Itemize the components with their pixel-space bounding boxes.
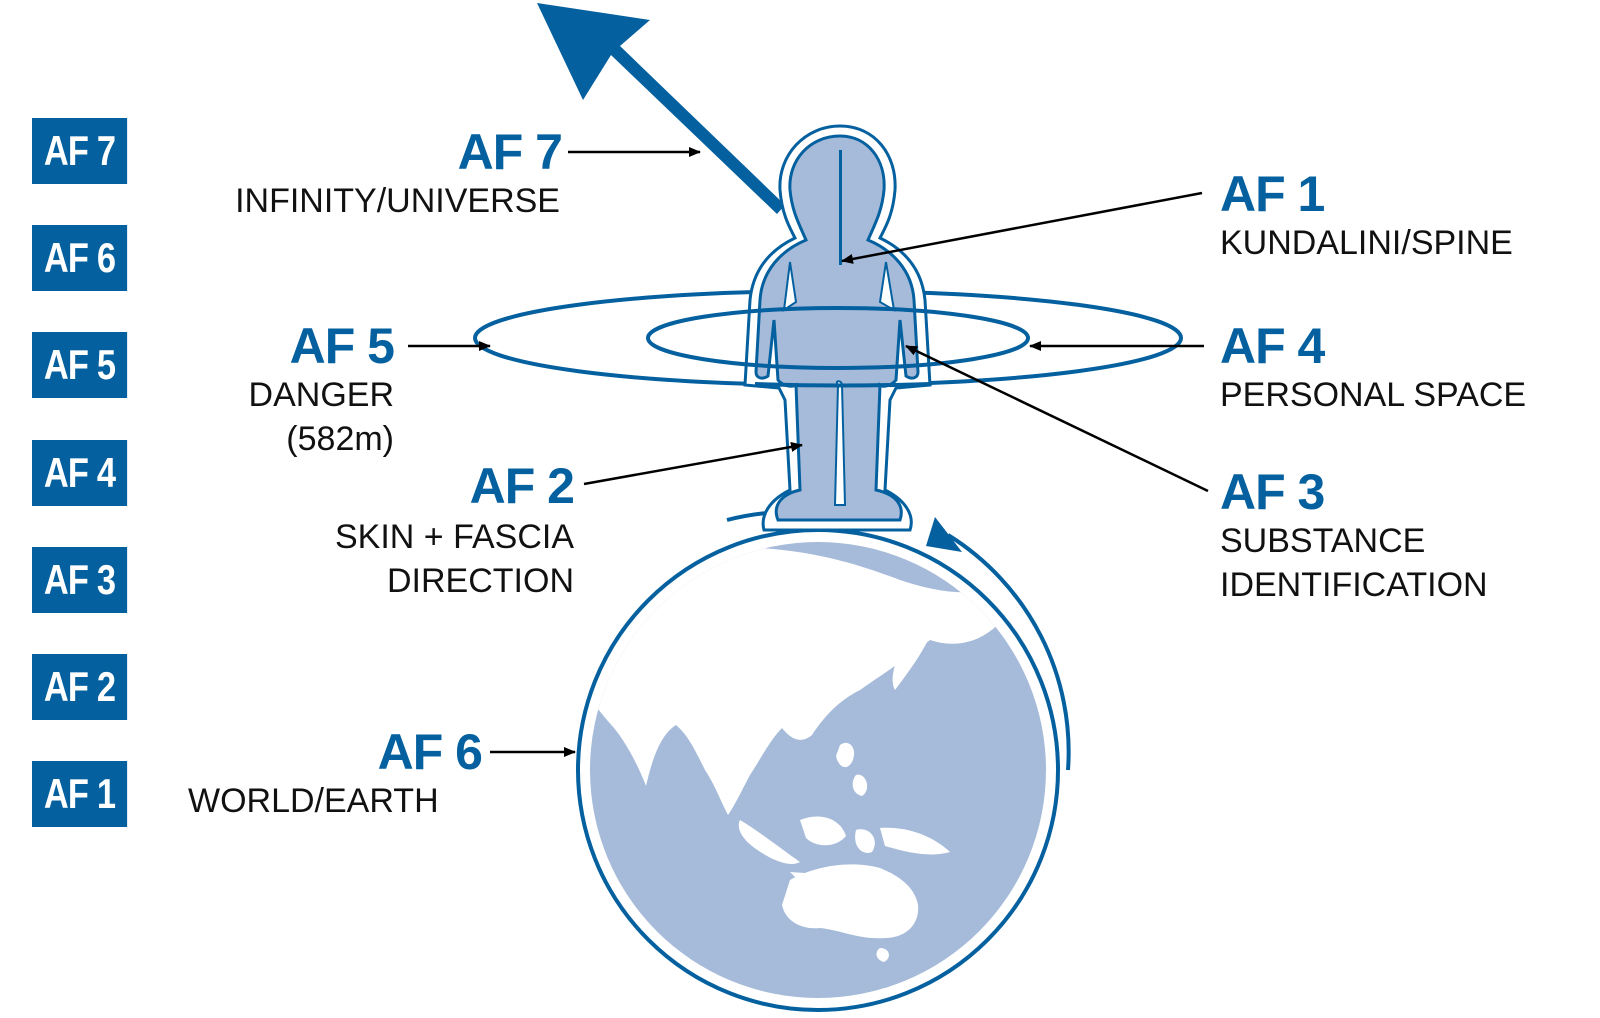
label-af5-desc-1: DANGER bbox=[248, 376, 394, 414]
label-af3-desc-2: IDENTIFICATION bbox=[1220, 566, 1488, 604]
scale-badge-af6: AF 6 bbox=[32, 225, 128, 291]
scale-badge-af5: AF 5 bbox=[32, 332, 128, 398]
label-af5-desc-2: (582m) bbox=[286, 420, 394, 458]
upward-arrow-icon bbox=[537, 3, 785, 214]
pointer-lines bbox=[408, 147, 1209, 757]
scale-badge-af3: AF 3 bbox=[32, 547, 128, 613]
label-af3-code: AF 3 bbox=[1220, 464, 1325, 520]
label-af2-desc-1: SKIN + FASCIA bbox=[334, 518, 574, 556]
label-af3-desc-1: SUBSTANCE bbox=[1220, 522, 1426, 560]
human-figure-icon bbox=[743, 124, 932, 532]
pointer-af1 bbox=[841, 191, 1203, 264]
label-af4-desc: PERSONAL SPACE bbox=[1220, 376, 1527, 414]
label-af2-code: AF 2 bbox=[469, 458, 575, 514]
scale-badge-af2: AF 2 bbox=[32, 654, 128, 720]
pointer-af2 bbox=[583, 442, 803, 486]
personal-space-ring bbox=[646, 306, 1030, 370]
label-af7-desc: INFINITY/UNIVERSE bbox=[235, 182, 560, 220]
label-af6-code: AF 6 bbox=[377, 724, 483, 780]
label-af4-code: AF 4 bbox=[1220, 318, 1325, 374]
label-af1-code: AF 1 bbox=[1220, 166, 1325, 222]
label-af2-desc-2: DIRECTION bbox=[387, 562, 574, 600]
scale-badge-af7: AF 7 bbox=[32, 118, 128, 184]
label-af5-code: AF 5 bbox=[289, 318, 395, 374]
scale-badge-af4: AF 4 bbox=[32, 440, 128, 506]
label-af7-code: AF 7 bbox=[457, 124, 563, 180]
pointer-af3 bbox=[905, 344, 1209, 493]
scale-badge-af1: AF 1 bbox=[32, 761, 128, 827]
label-af6-desc: WORLD/EARTH bbox=[188, 782, 439, 820]
earth-globe-icon bbox=[576, 528, 1060, 1012]
label-af1-desc: KUNDALINI/SPINE bbox=[1220, 224, 1513, 262]
